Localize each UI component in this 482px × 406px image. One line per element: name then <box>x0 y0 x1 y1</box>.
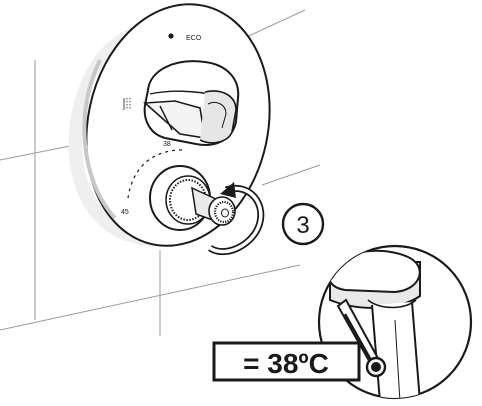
thermostat-spindle[interactable] <box>149 165 236 231</box>
shower-mode-icon <box>123 98 131 110</box>
scale-label-38: 38 <box>163 141 171 148</box>
temperature-scale-arc <box>127 149 183 199</box>
scale-label-45: 45 <box>121 209 129 216</box>
temperature-indicator-pointer <box>336 298 387 378</box>
eco-label: ECO <box>186 35 202 42</box>
step-number: 3 <box>296 212 309 239</box>
temperature-readout-box <box>212 341 361 382</box>
wall-tile-lines <box>0 9 321 336</box>
step-number-circle <box>281 202 325 246</box>
diverter-handle[interactable] <box>143 60 240 146</box>
eco-dot-icon <box>168 33 174 39</box>
rotate-arrow-icon <box>208 182 265 256</box>
temperature-readout: = 38ºC <box>243 348 329 379</box>
